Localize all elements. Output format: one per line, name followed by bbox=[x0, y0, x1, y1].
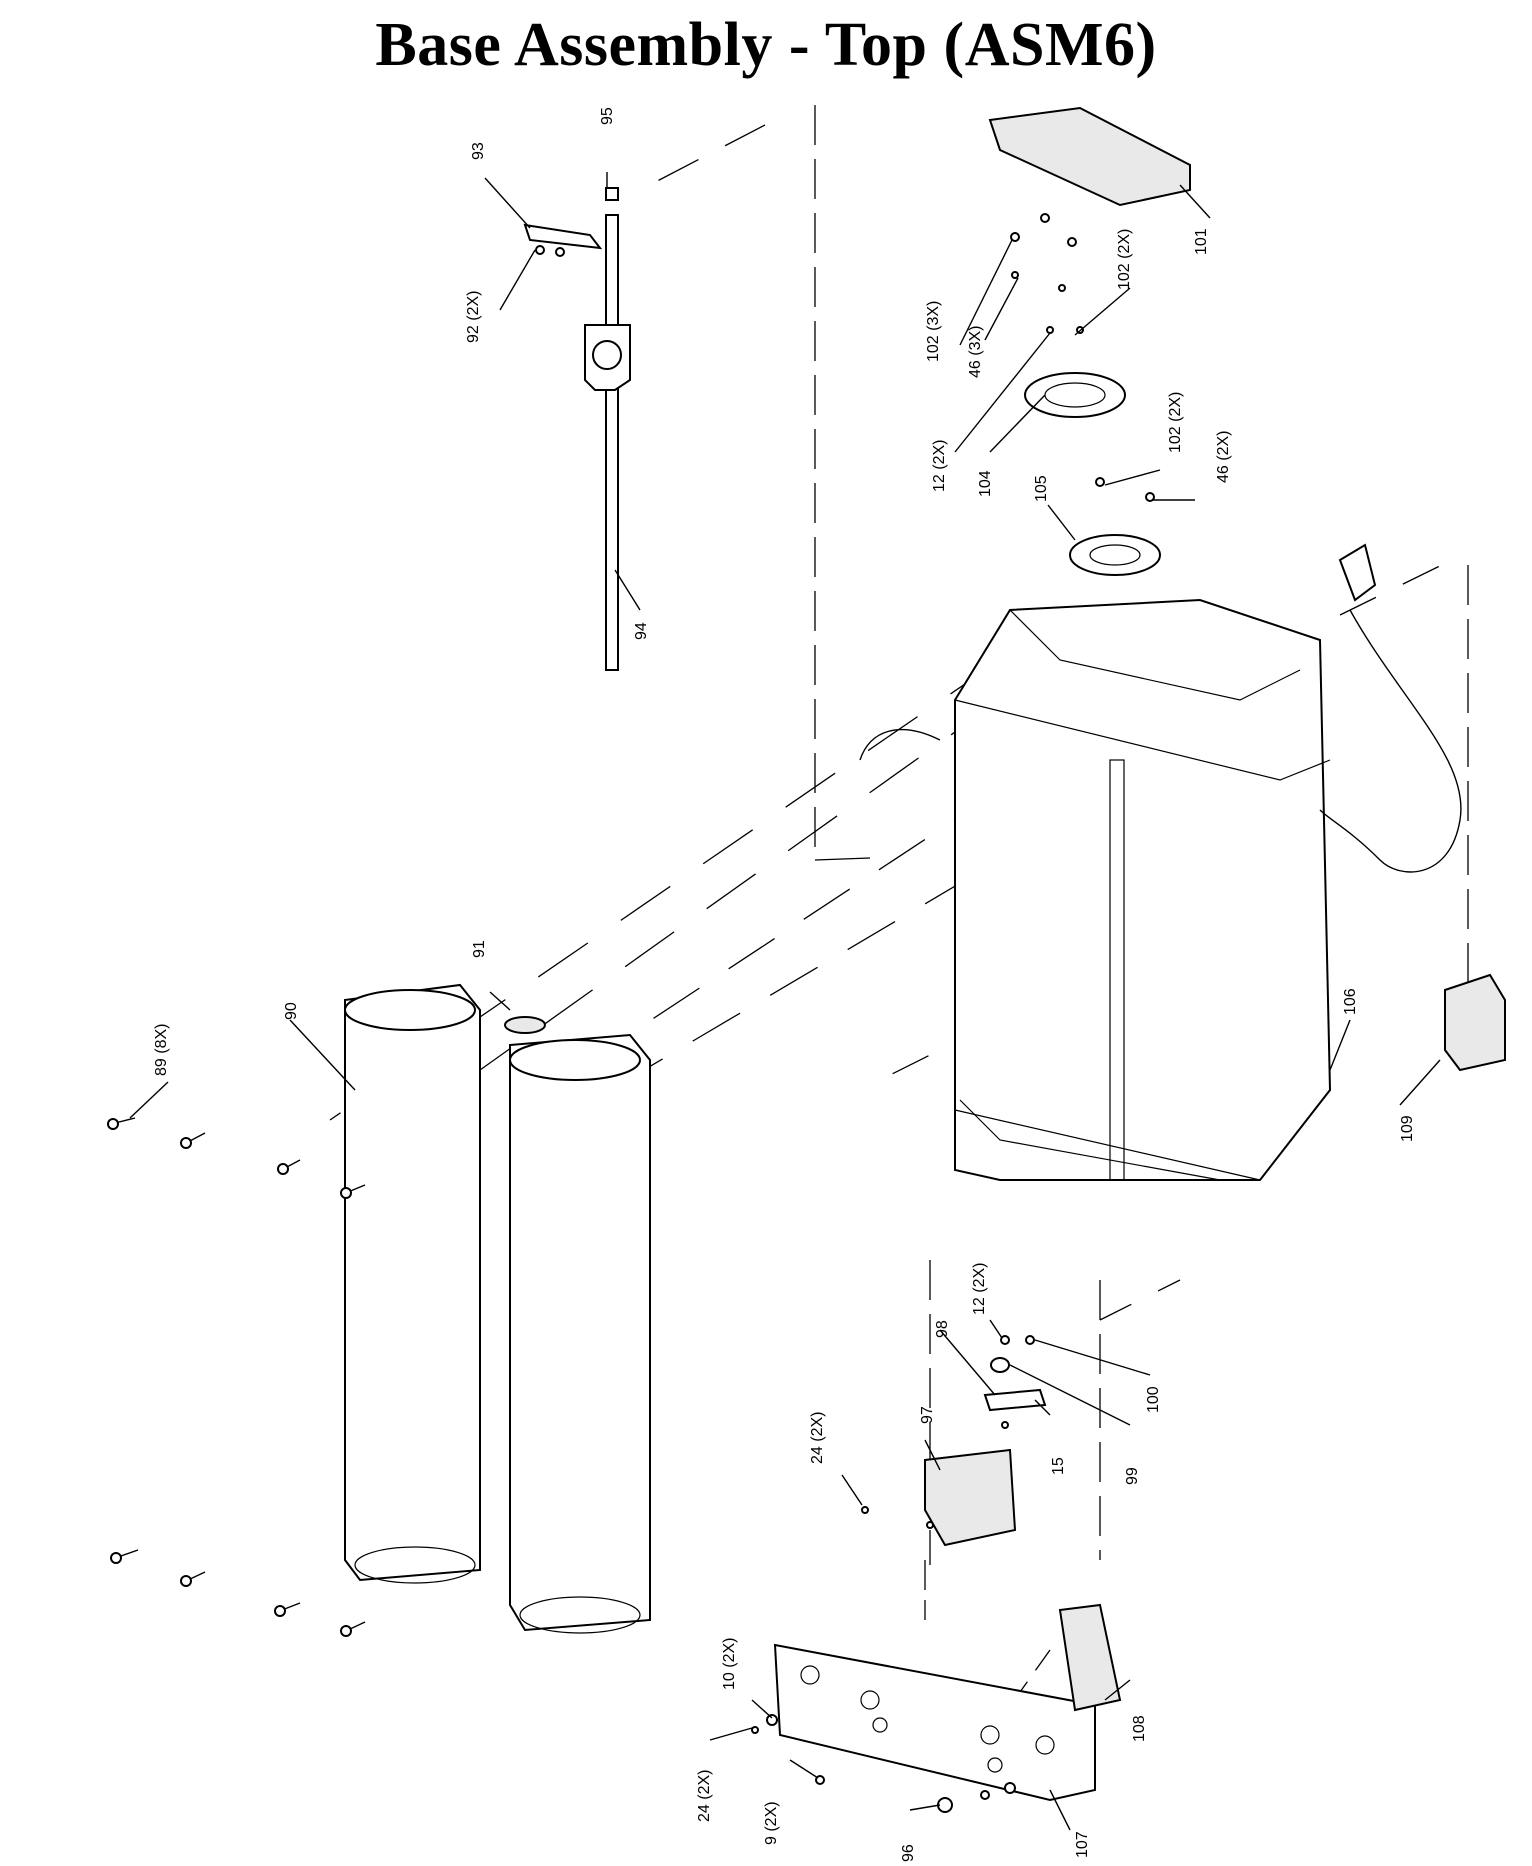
callout-97: 97 bbox=[919, 1406, 936, 1424]
callout-102-c: 102 (2X) bbox=[1167, 392, 1184, 453]
part-93-bracket bbox=[523, 223, 603, 250]
part-89-screws bbox=[107, 1117, 366, 1637]
part-97 bbox=[924, 1448, 1017, 1547]
part-108 bbox=[1058, 1603, 1122, 1712]
callout-10: 10 (2X) bbox=[721, 1638, 738, 1690]
callout-93: 93 bbox=[470, 142, 487, 160]
callout-101: 101 bbox=[1193, 228, 1210, 255]
callout-90: 90 bbox=[283, 1002, 300, 1020]
callout-106: 106 bbox=[1342, 988, 1359, 1015]
part-95-cap bbox=[605, 187, 619, 201]
callout-108: 108 bbox=[1131, 1715, 1148, 1742]
part-94-rod bbox=[605, 214, 619, 671]
part-91-roller bbox=[504, 1016, 651, 1634]
callout-99: 99 bbox=[1124, 1467, 1141, 1485]
part-109 bbox=[1444, 973, 1506, 1072]
callout-9: 9 (2X) bbox=[763, 1801, 780, 1845]
cover-motor-group bbox=[988, 106, 1191, 576]
callout-102-b: 102 (3X) bbox=[925, 301, 942, 362]
part-105-disc bbox=[1069, 534, 1161, 576]
rod-assembly bbox=[523, 187, 631, 671]
callout-12-a: 12 (2X) bbox=[931, 440, 948, 492]
callout-labels: 95 93 92 (2X) 94 101 102 (2X) 102 (3X) 4… bbox=[153, 107, 1416, 1862]
callout-98: 98 bbox=[934, 1320, 951, 1338]
callout-109: 109 bbox=[1399, 1115, 1416, 1142]
callout-94: 94 bbox=[633, 622, 650, 640]
callout-91: 91 bbox=[471, 940, 488, 958]
callout-46-b: 46 (2X) bbox=[1215, 431, 1232, 483]
part-104-fan bbox=[1024, 372, 1126, 418]
leader-lines bbox=[129, 172, 1441, 1831]
callout-92: 92 (2X) bbox=[465, 291, 482, 343]
callout-24-b: 24 (2X) bbox=[696, 1770, 713, 1822]
callout-89: 89 (8X) bbox=[153, 1024, 170, 1076]
callout-104: 104 bbox=[977, 470, 994, 497]
part-107-bracket bbox=[773, 1643, 1096, 1802]
part-106-base-frame bbox=[954, 598, 1332, 1181]
power-cord bbox=[859, 543, 1462, 873]
callout-105: 105 bbox=[1033, 475, 1050, 502]
callout-15: 15 bbox=[1050, 1457, 1067, 1475]
callout-107: 107 bbox=[1074, 1831, 1091, 1858]
callout-102-a: 102 (2X) bbox=[1116, 229, 1133, 290]
part-90-roller bbox=[344, 983, 481, 1584]
callout-12-b: 12 (2X) bbox=[971, 1263, 988, 1315]
lower-small-parts bbox=[861, 1335, 1047, 1547]
page-title: Base Assembly - Top (ASM6) bbox=[375, 11, 1157, 79]
callout-24-a: 24 (2X) bbox=[809, 1412, 826, 1464]
part-101-cover bbox=[988, 106, 1191, 207]
callout-100: 100 bbox=[1145, 1386, 1162, 1413]
callout-96: 96 bbox=[900, 1844, 917, 1862]
callout-95: 95 bbox=[599, 107, 616, 125]
callout-46-a: 46 (3X) bbox=[967, 326, 984, 378]
fasteners-bottom bbox=[751, 1714, 1016, 1813]
